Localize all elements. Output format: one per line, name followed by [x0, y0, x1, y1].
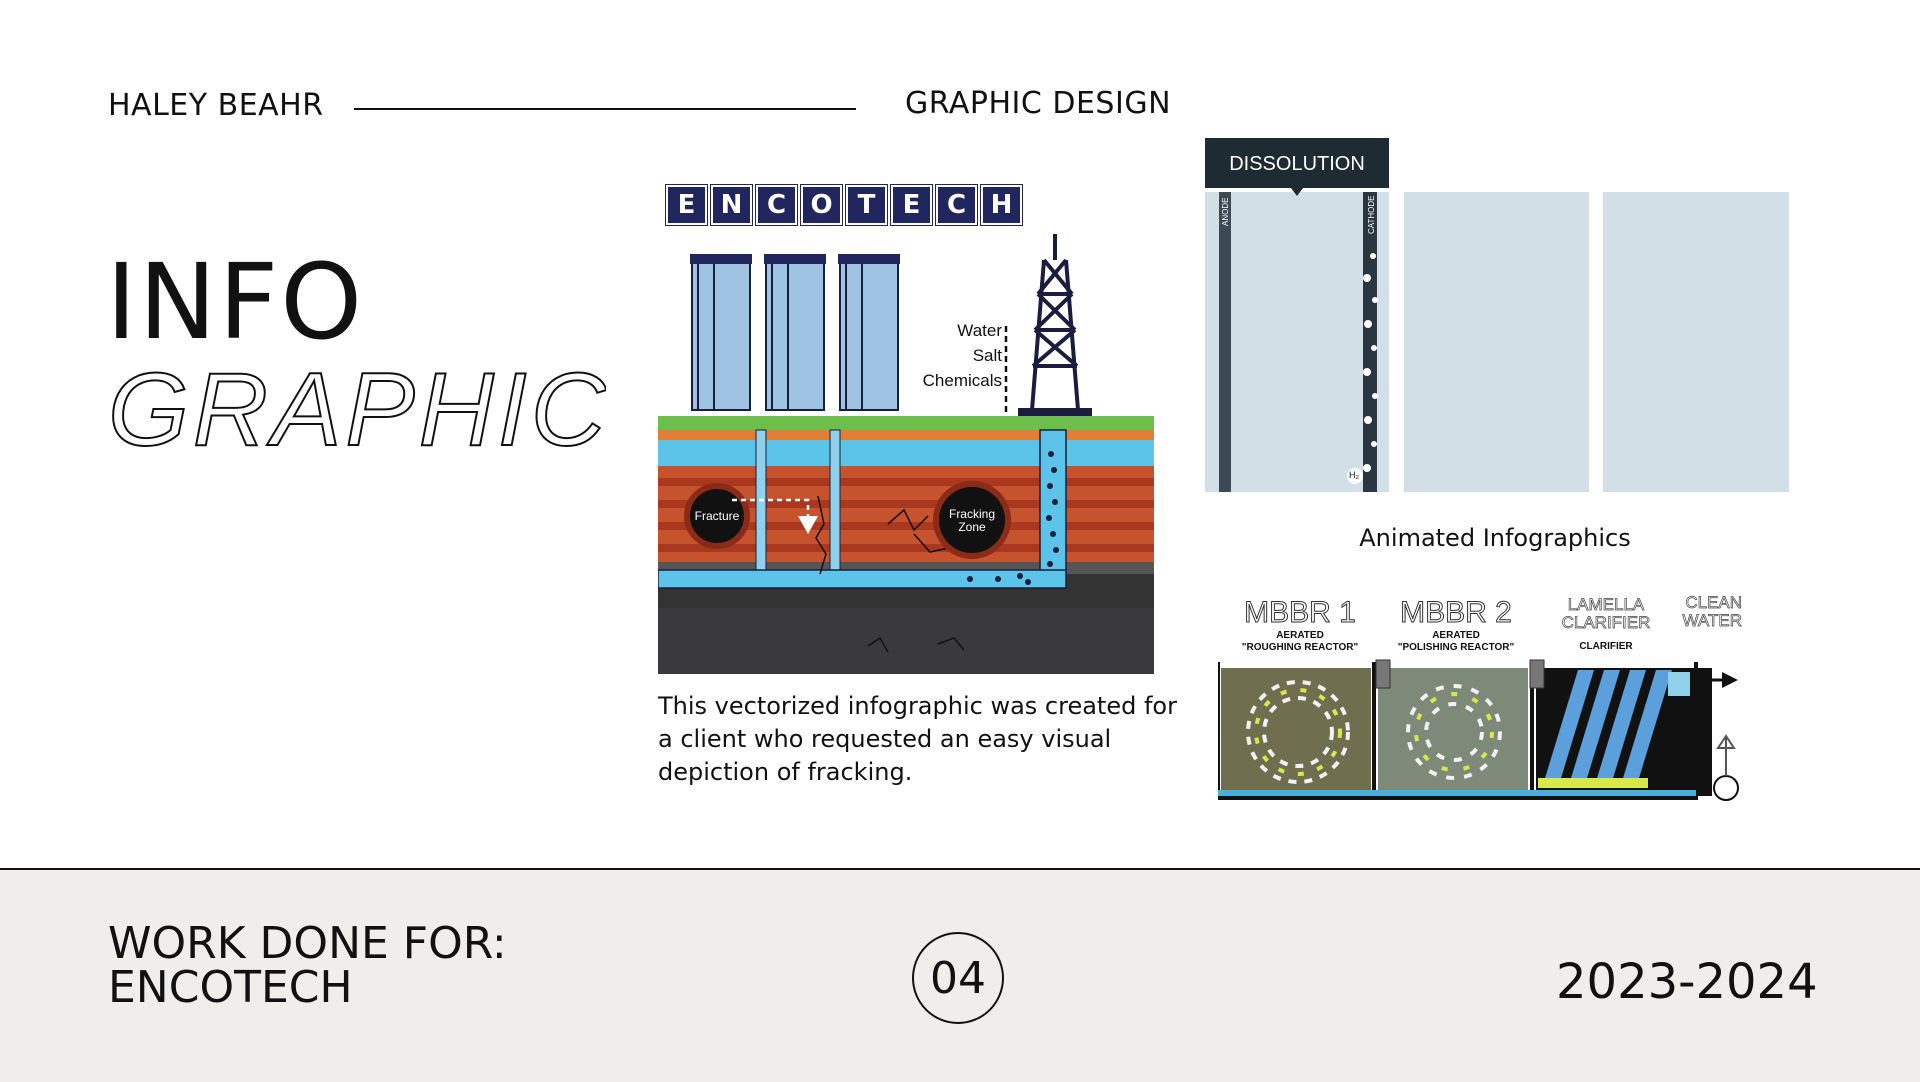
- fracking-caption: This vectorized infographic was created …: [658, 692, 1177, 786]
- logo-letter: O: [800, 184, 843, 226]
- input-salt: Salt: [973, 346, 1003, 365]
- media-rings-2b: [1414, 692, 1494, 772]
- tank-outline: [1218, 662, 1698, 800]
- storage-tanks: [690, 254, 900, 411]
- media-rings-1: [1246, 680, 1350, 784]
- fracture-label: Fracture: [695, 509, 740, 523]
- lamella-label-1: LAMELLA: [1568, 595, 1645, 614]
- dissolution-tab: [1205, 138, 1389, 188]
- bubbles: [1347, 253, 1378, 484]
- logo-letter: E: [665, 184, 708, 226]
- logo-letter: C: [935, 184, 978, 226]
- project-years: 2023-2024: [1556, 954, 1818, 1010]
- fracking-infographic: Water Salt Chemicals Fract: [658, 234, 1154, 674]
- cathode-electrode: [1363, 192, 1377, 492]
- dissolution-animation: DISSOLUTION ANODE CATHODE H₂: [1205, 138, 1789, 492]
- dissolution-panel-3: [1603, 192, 1789, 492]
- header-divider: [354, 108, 856, 110]
- page-number: 04: [930, 952, 986, 1004]
- animated-infographics-label: Animated Infographics: [1359, 524, 1631, 552]
- lamella-sub: CLARIFIER: [1579, 641, 1633, 652]
- input-chemicals: Chemicals: [923, 371, 1002, 390]
- mbbr2-title: MBBR 2: [1400, 596, 1512, 629]
- logo-letter: C: [755, 184, 798, 226]
- mbbr1-sub2: "ROUGHING REACTOR": [1242, 642, 1359, 653]
- fracking-zone-label-2: Zone: [958, 520, 986, 534]
- anode-label: ANODE: [1221, 198, 1230, 226]
- h2-label: H₂: [1349, 470, 1359, 480]
- ground-layers: [658, 416, 1154, 674]
- anode-electrode: [1219, 192, 1231, 492]
- page-title: INFO: [106, 241, 365, 363]
- mbbr1-title: MBBR 1: [1244, 596, 1356, 629]
- script-subtitle-text: GRAPHICS: [108, 352, 606, 468]
- script-subtitle: GRAPHICS: [107, 351, 606, 469]
- oil-derrick: [1018, 234, 1092, 420]
- logo-letter: H: [980, 184, 1023, 226]
- mbbr2-sub2: "POLISHING REACTOR": [1398, 642, 1515, 653]
- logo-letter: N: [710, 184, 753, 226]
- dissolution-panel-1: [1205, 192, 1389, 492]
- dissolution-panel-2: [1404, 192, 1589, 492]
- particle-dots: [967, 451, 1059, 585]
- fracking-zone-label-1: Fracking: [949, 507, 995, 521]
- author-name: HALEY BEAHR: [108, 88, 324, 123]
- media-rings-2: [1406, 684, 1502, 780]
- lamella-label-2: CLARIFIER: [1562, 613, 1651, 632]
- cathode-label: CATHODE: [1367, 195, 1376, 234]
- page-number-badge: 04: [912, 932, 1004, 1024]
- clean-water-label-2: WATER: [1683, 611, 1743, 630]
- fracture-arrow: [732, 498, 810, 518]
- mbbr2-tank: [1378, 668, 1528, 796]
- input-water: Water: [957, 321, 1002, 340]
- work-done-for-label: WORK DONE FOR:: [108, 918, 507, 969]
- category-label: GRAPHIC DESIGN: [905, 86, 1172, 121]
- water-treatment-animation: MBBR 1 AERATED "ROUGHING REACTOR" MBBR 2…: [1218, 593, 1743, 801]
- client-name: ENCOTECH: [108, 962, 353, 1013]
- logo-letter: E: [890, 184, 933, 226]
- dissolution-label: DISSOLUTION: [1229, 153, 1365, 175]
- logo-letter: T: [845, 184, 888, 226]
- mbbr1-sub1: AERATED: [1276, 630, 1324, 641]
- clean-water-label-1: CLEAN: [1685, 593, 1742, 612]
- media-rings-1b: [1254, 688, 1342, 776]
- pump-icon: [1713, 775, 1739, 801]
- mbbr2-sub1: AERATED: [1432, 630, 1480, 641]
- fracking-zone-circle: [933, 481, 1011, 559]
- work-done-for: WORK DONE FOR: ENCOTECH: [108, 922, 507, 1010]
- lamella-plates: [1542, 670, 1672, 788]
